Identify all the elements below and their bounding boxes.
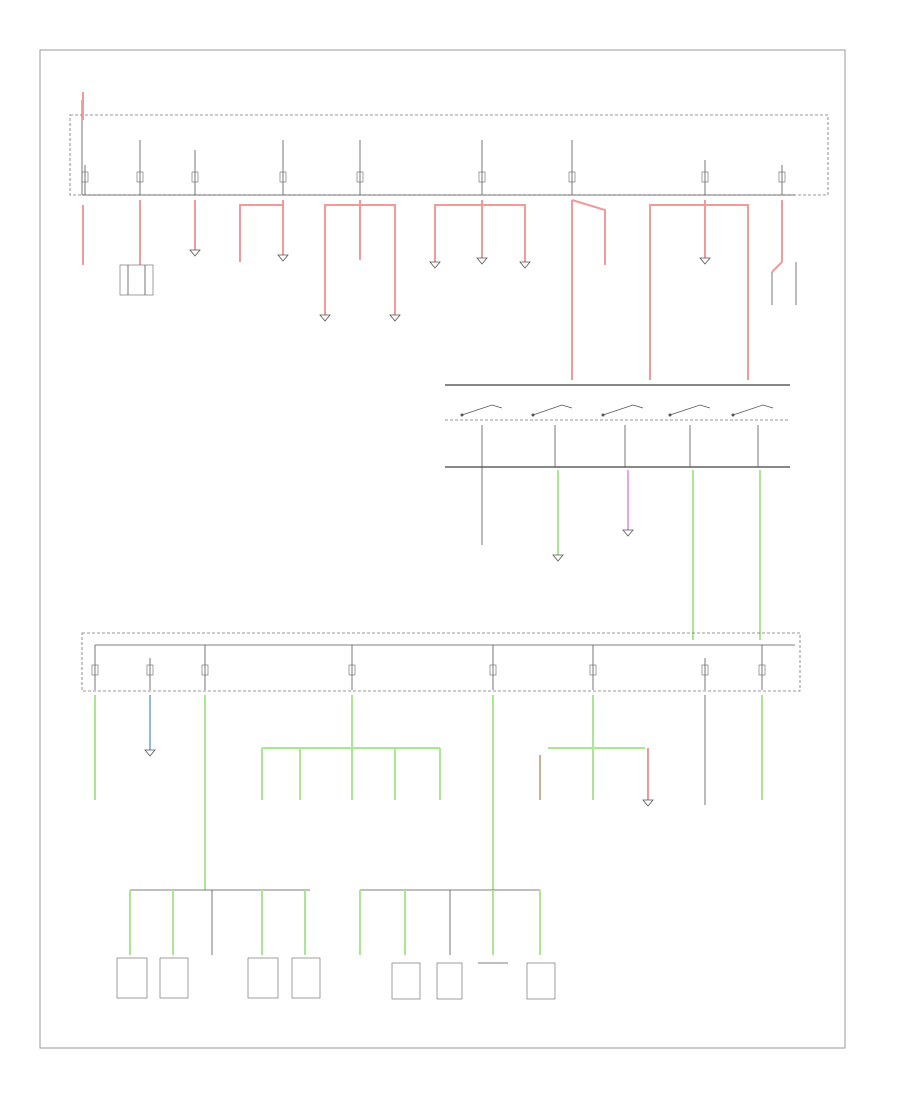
ground-symbol <box>622 529 634 537</box>
component-box <box>291 957 321 999</box>
bottom-fuse-box <box>81 632 801 692</box>
component-box <box>247 957 279 999</box>
ground-symbol <box>144 749 156 757</box>
fuse-b8 <box>758 645 766 690</box>
fuse-9 <box>778 165 786 195</box>
ground-symbol <box>476 257 488 265</box>
fuse-2 <box>136 140 144 195</box>
fuse-6 <box>478 140 486 195</box>
ground-symbol <box>189 249 201 257</box>
top-fuses <box>81 140 786 195</box>
ground-symbol <box>277 254 289 262</box>
ground-symbol <box>519 261 531 269</box>
bottom-fuses <box>91 645 766 690</box>
fuse-3 <box>191 150 199 195</box>
diagram-frame <box>39 49 846 1049</box>
fuse-5 <box>356 140 364 195</box>
fuse-8 <box>701 160 709 195</box>
component-box <box>116 957 148 999</box>
component-box <box>119 264 154 296</box>
top-components <box>119 249 797 322</box>
fuse-1 <box>81 165 89 195</box>
top-red-wires <box>82 92 783 380</box>
component-box <box>436 962 463 1000</box>
fuse-b4 <box>348 645 356 690</box>
fuse-b3 <box>201 645 209 690</box>
fuse-b6 <box>589 645 597 690</box>
ignition-output-wires <box>481 467 761 640</box>
ground-symbol <box>552 554 564 562</box>
bottom-row-wires <box>129 890 541 955</box>
ground-symbol <box>642 799 654 807</box>
fuse-b2 <box>146 658 154 690</box>
top-fuse-box <box>69 100 829 196</box>
ground-symbol <box>429 261 441 269</box>
component-box <box>526 962 556 1000</box>
fuse-4 <box>279 140 287 195</box>
ground-symbol <box>389 314 401 322</box>
component-box <box>391 962 421 1000</box>
component-box <box>159 957 189 999</box>
fuse-7 <box>568 140 576 195</box>
ground-symbol <box>699 257 711 265</box>
switch-contacts <box>460 404 774 417</box>
bottom-wires <box>94 695 763 891</box>
bottom-components <box>116 957 556 1000</box>
fuse-b1 <box>91 645 99 690</box>
ground-symbol <box>319 314 331 322</box>
fuse-b5 <box>489 645 497 690</box>
ignition-switch <box>445 384 790 468</box>
fuse-b7 <box>701 658 709 690</box>
